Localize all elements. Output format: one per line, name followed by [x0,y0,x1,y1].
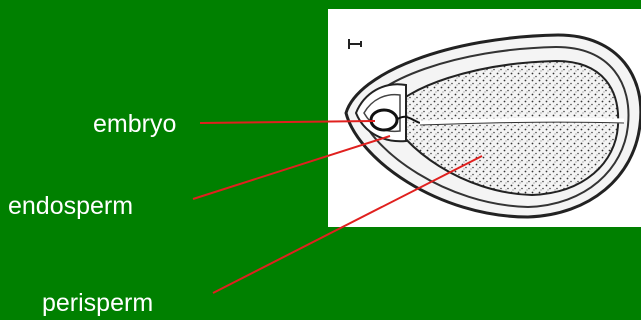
leader-line-endosperm [193,136,390,199]
leader-line-perisperm [213,156,482,293]
leader-line-embryo [200,121,375,123]
